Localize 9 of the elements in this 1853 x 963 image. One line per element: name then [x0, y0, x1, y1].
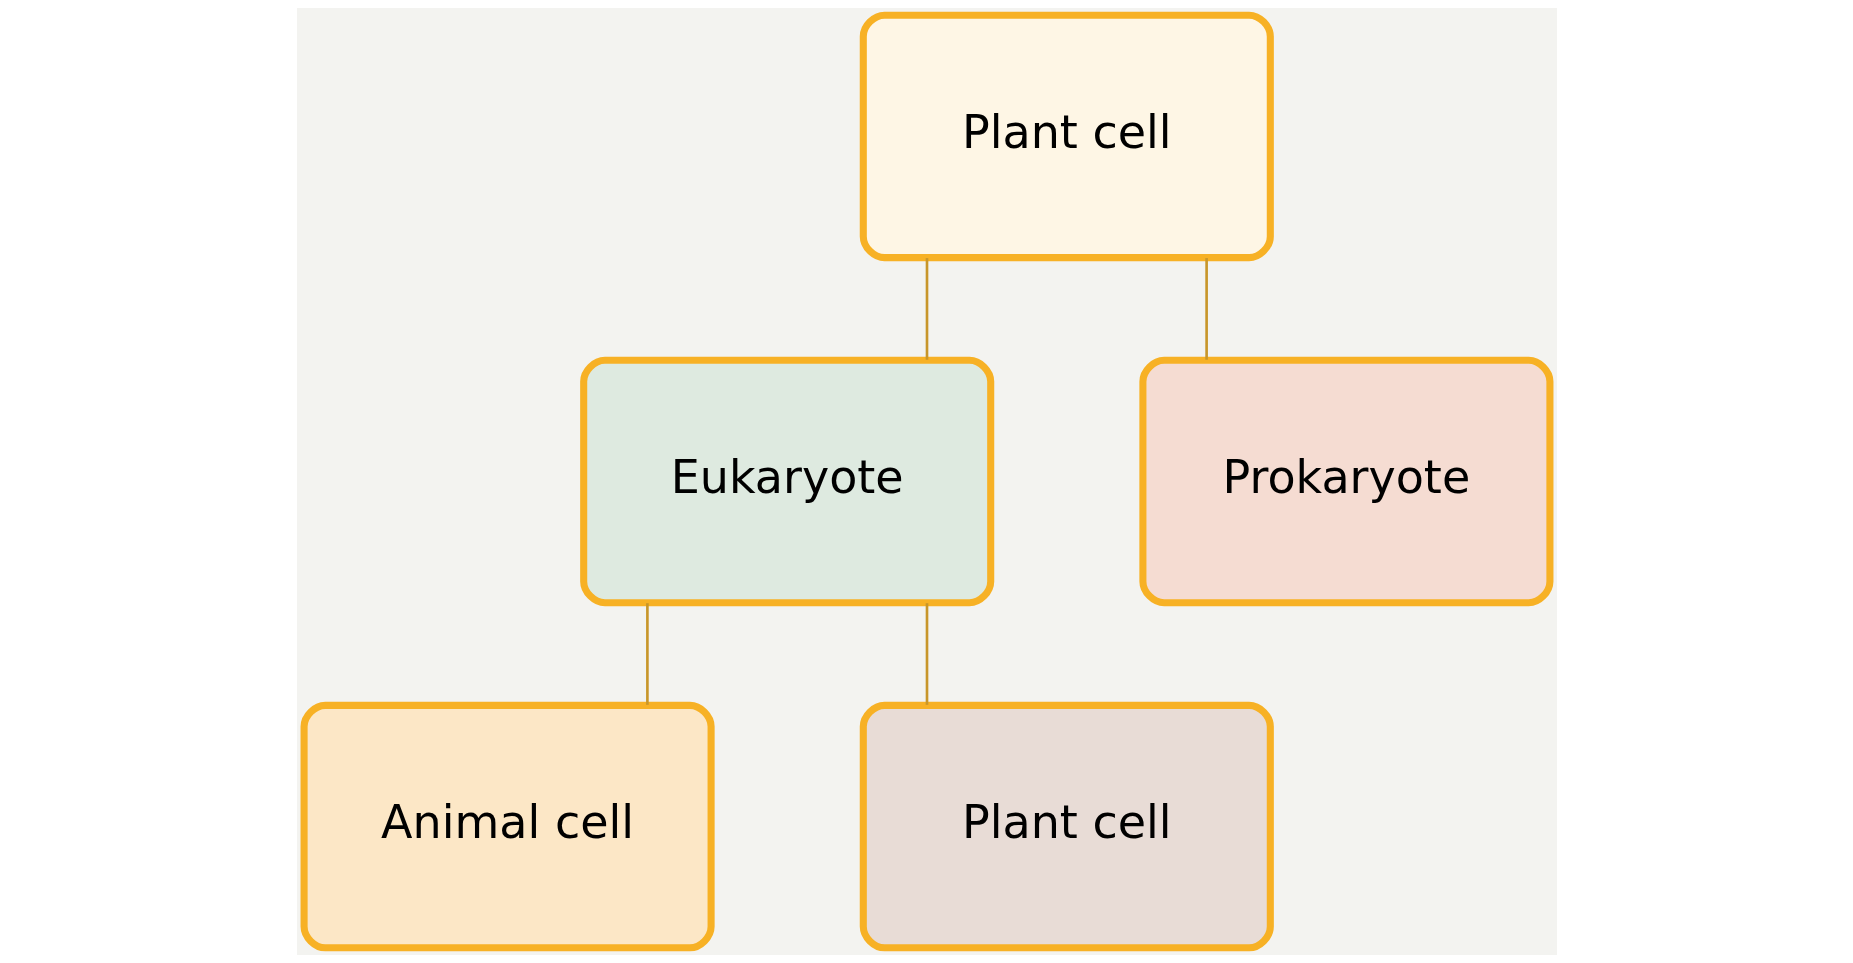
connector — [925, 258, 928, 360]
node-box: Plant cell — [859, 11, 1274, 262]
node-box: Animal cell — [300, 701, 715, 952]
connector — [1204, 258, 1208, 360]
node-box: Prokaryote — [1138, 356, 1553, 607]
connector — [645, 603, 649, 705]
node-box: Plant cell — [859, 701, 1274, 952]
connector — [925, 603, 928, 705]
node-box: Eukaryote — [579, 356, 994, 607]
